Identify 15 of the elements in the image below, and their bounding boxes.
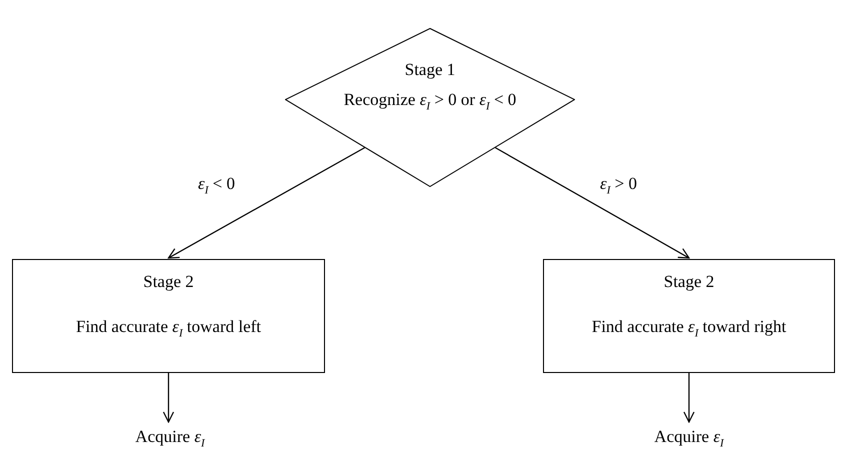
stage-heading: Stage 2 xyxy=(664,272,714,292)
stage-heading: Stage 2 xyxy=(143,272,194,292)
result-text: Acquire ε$_{I}$ xyxy=(135,427,205,452)
process-box xyxy=(12,259,325,373)
arrow xyxy=(494,147,690,259)
step-text: Find accurate ε$_{I}$ toward right xyxy=(592,317,786,342)
process-box xyxy=(543,259,835,373)
step-text: Find accurate ε$_{I}$ toward left xyxy=(76,317,262,342)
decision-diamond xyxy=(285,28,575,187)
arrow xyxy=(162,373,174,423)
result-text: Acquire ε$_{I}$ xyxy=(654,427,724,452)
arrow xyxy=(683,373,695,423)
step-text: Recognize ε$_{I}$ > 0 or ε$_{I}$ < 0 xyxy=(344,90,516,114)
stage-heading: Stage 1 xyxy=(404,60,456,80)
arrow xyxy=(168,147,366,259)
